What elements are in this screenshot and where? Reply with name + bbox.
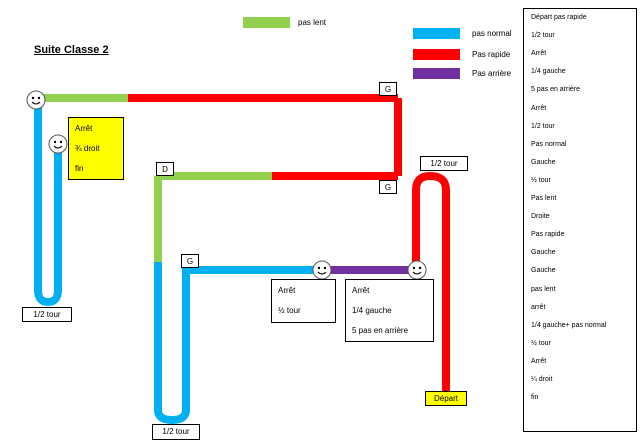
- legend-label-normal: pas normal: [472, 29, 512, 38]
- legend-swatch-lent: [243, 17, 290, 28]
- note-line: 1/4 gauche: [352, 306, 392, 315]
- note-center: Arrêt ½ tour: [271, 279, 336, 323]
- path-bottom-normal: [154, 262, 322, 425]
- smiley-icon: [26, 90, 46, 110]
- note-line: ¾ droit: [75, 144, 100, 153]
- note-line: Arrêt: [75, 124, 93, 133]
- turn-label-bottom: 1/2 tour: [152, 424, 200, 440]
- turn-label-right: 1/2 tour: [420, 156, 468, 171]
- sequence-step: Pas normal: [531, 140, 567, 148]
- sequence-step: arrêt: [531, 303, 546, 311]
- note-line: 5 pas en arrière: [352, 326, 409, 335]
- marker-g-mid: G: [379, 180, 397, 194]
- sequence-step: Gauche: [531, 158, 556, 166]
- marker-g-top: G: [379, 82, 397, 96]
- sequence-step: Gauche: [531, 267, 556, 275]
- sequence-step: 1/2 tour: [531, 32, 555, 40]
- sequence-step: Arrêt: [531, 357, 547, 365]
- legend-swatch-rapide: [413, 49, 460, 60]
- sequence-step: Gauche: [531, 249, 556, 257]
- legend-label-arriere: Pas arrière: [472, 69, 512, 78]
- note-yellow: Arrêt ¾ droit fin: [68, 117, 124, 180]
- sequence-step: Départ pas rapide: [531, 14, 587, 21]
- note-line: ½ tour: [278, 306, 301, 315]
- note-line: fin: [75, 164, 84, 173]
- sequence-step: Arrêt: [531, 50, 547, 58]
- sequence-step: 1/4 gauche+ pas normal: [531, 321, 607, 329]
- legend-label-rapide: Pas rapide: [472, 50, 511, 59]
- path-right-u: [412, 171, 450, 392]
- smiley-icon: [48, 134, 68, 154]
- sequence-step: Droite: [531, 213, 550, 221]
- page-title: Suite Classe 2: [34, 44, 109, 56]
- sequence-step: ½ tour: [531, 176, 551, 184]
- sequence-step: Arrêt: [531, 104, 547, 112]
- legend-label-lent: pas lent: [298, 18, 327, 27]
- smiley-icon: [407, 260, 427, 280]
- legend-swatch-arriere: [413, 68, 460, 79]
- path-left-normal: [34, 104, 62, 307]
- sequence-step: 5 pas en arrière: [531, 86, 581, 94]
- sequence-step: Pas rapide: [531, 231, 565, 239]
- sequence-step: fin: [531, 394, 539, 402]
- sequence-step: pas lent: [531, 285, 556, 293]
- smiley-icon: [312, 260, 332, 280]
- depart-label: Départ: [425, 391, 467, 406]
- sequence-step: 1/4 gauche: [531, 68, 566, 76]
- sequence-step: ½ tour: [531, 339, 551, 347]
- sequence-step: 1/2 tour: [531, 122, 555, 130]
- note-line: Arrêt: [352, 286, 370, 295]
- note-right: Arrêt 1/4 gauche 5 pas en arrière: [345, 279, 434, 342]
- note-line: Arrêt: [278, 286, 296, 295]
- marker-d: D: [156, 162, 174, 176]
- marker-g-bottom: G: [181, 254, 199, 268]
- turn-label-left: 1/2 tour: [22, 307, 72, 322]
- legend-swatch-normal: [413, 28, 460, 39]
- sequence-step: Pas lent: [531, 195, 557, 202]
- sequence-step: ¼ droit: [531, 376, 553, 383]
